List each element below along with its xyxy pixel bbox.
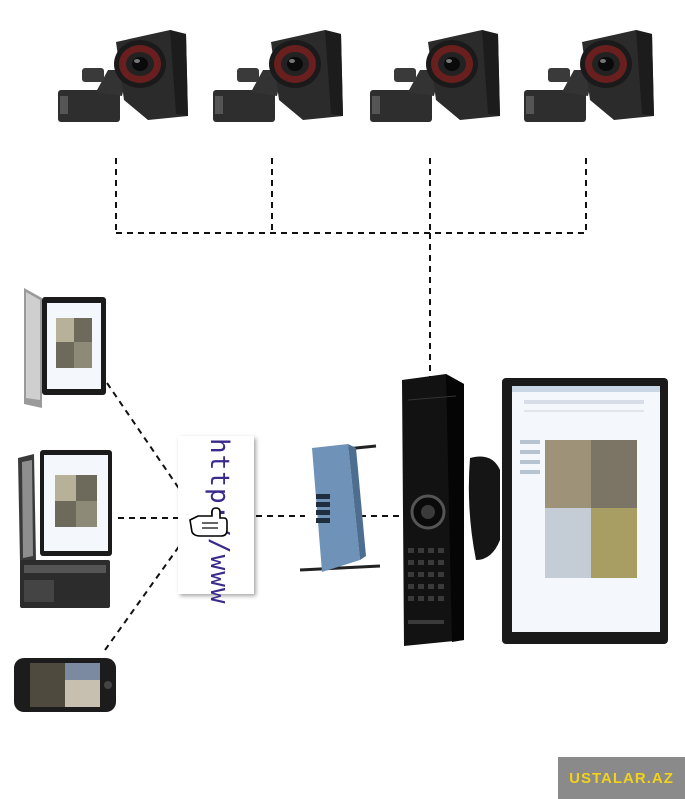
router-icon [299, 444, 381, 572]
cctv-camera-icon [524, 30, 654, 122]
dvr-recorder-icon [402, 374, 464, 646]
laptop-icon [24, 288, 106, 408]
smartphone-icon [14, 658, 116, 712]
desktop-computer-icon [18, 450, 112, 608]
camera-connection-lines [115, 158, 587, 378]
cctv-camera-icon [370, 30, 500, 122]
monitor-icon [468, 378, 668, 644]
client-connection-lines [104, 382, 402, 651]
cctv-camera-icon [213, 30, 343, 122]
ustalar-watermark: USTALAR.AZ [558, 757, 685, 799]
internet-url-card: http://www [178, 436, 254, 605]
cctv-camera-icon [58, 30, 188, 122]
pointing-hand-icon [189, 507, 228, 537]
